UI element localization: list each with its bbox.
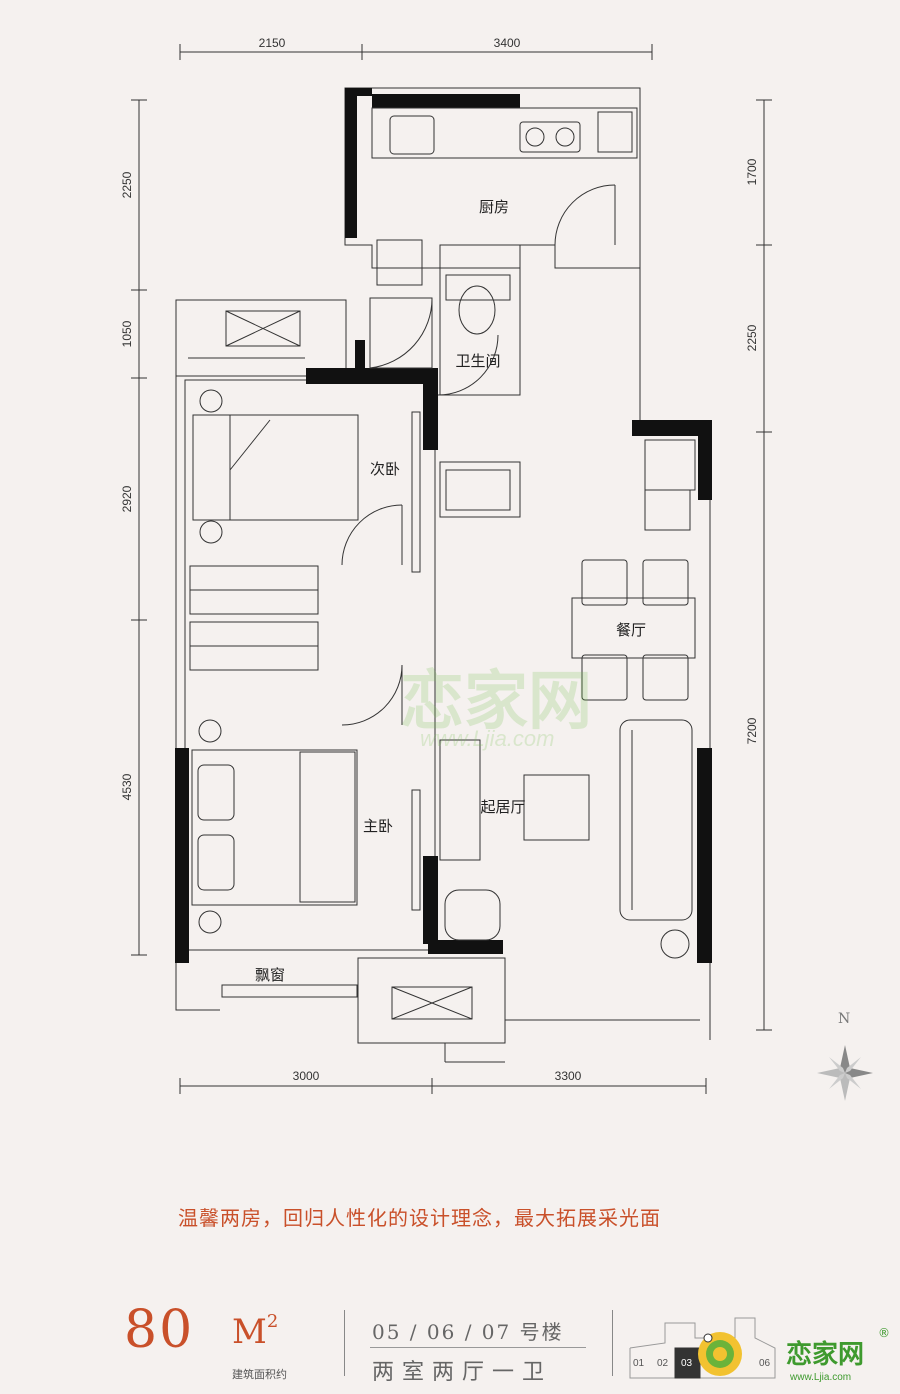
kitchen-label: 厨房 (479, 198, 509, 216)
area-unit-sup: 2 (266, 1310, 279, 1332)
master-bedroom-label: 主卧 (363, 817, 393, 835)
watermark-logo: 恋家网 (400, 665, 592, 739)
layout-type: 两室两厅一卫 (372, 1360, 553, 1385)
watermark-url: www.Ljia.com (420, 726, 555, 751)
second-bedroom-label: 次卧 (370, 460, 400, 478)
site-block-02: 02 (657, 1358, 669, 1369)
living-label: 起居厅 (480, 798, 525, 816)
balcony-north (188, 310, 305, 359)
dim-bottom-1: 3000 (293, 1069, 320, 1083)
dining-furniture (571, 439, 696, 701)
dim-right-1: 1700 (745, 158, 759, 185)
compass-icon (817, 1045, 873, 1101)
site-block-01: 01 (633, 1358, 645, 1369)
compass-north-label: N (838, 1011, 851, 1027)
brand-url: www.Ljia.com (790, 1372, 852, 1383)
area-label: 建筑面积约 (232, 1368, 287, 1381)
living-furniture (341, 664, 693, 959)
brand-name: 恋家网 (786, 1340, 865, 1370)
dim-left-1: 2250 (120, 171, 134, 198)
site-block-06: 06 (759, 1358, 771, 1369)
dining-label: 餐厅 (616, 621, 646, 639)
floor-plan: 2150 3400 3000 3300 2250 1050 2920 4530 … (120, 36, 873, 1101)
solid-walls (175, 88, 712, 963)
site-block-03: 03 (681, 1358, 693, 1369)
dimension-lines (131, 44, 772, 1094)
area-unit: M2 (232, 1310, 279, 1352)
brand-registered: ® (878, 1326, 890, 1340)
south-balcony (391, 986, 505, 1063)
divider (612, 1310, 613, 1376)
kitchen-fixtures (371, 107, 638, 246)
area-number: 80 (124, 1300, 195, 1360)
dim-top-1: 2150 (259, 36, 286, 50)
building-numbers: 05 / 06 / 07 号楼 (372, 1320, 564, 1344)
wardrobes (189, 565, 319, 671)
dim-left-4: 4530 (120, 773, 134, 800)
divider-horizontal (370, 1347, 586, 1348)
dim-right-3: 7200 (745, 717, 759, 744)
area-unit-letter: M (232, 1312, 267, 1352)
dim-top-2: 3400 (494, 36, 521, 50)
second-bedroom-furniture (192, 389, 421, 573)
divider (344, 1310, 345, 1376)
snail-logo-icon (698, 1332, 742, 1376)
master-bedroom-furniture (191, 719, 421, 934)
dim-left-3: 2920 (120, 485, 134, 512)
dim-right-2: 2250 (745, 324, 759, 351)
bathroom-label: 卫生间 (455, 352, 500, 370)
bathroom-fixtures (369, 239, 511, 511)
dim-bottom-2: 3300 (555, 1069, 582, 1083)
bay-window-label: 飘窗 (255, 966, 285, 984)
dim-left-2: 1050 (120, 320, 134, 347)
slogan: 温馨两房，回归人性化的设计理念，最大拓展采光面 (178, 1206, 661, 1230)
